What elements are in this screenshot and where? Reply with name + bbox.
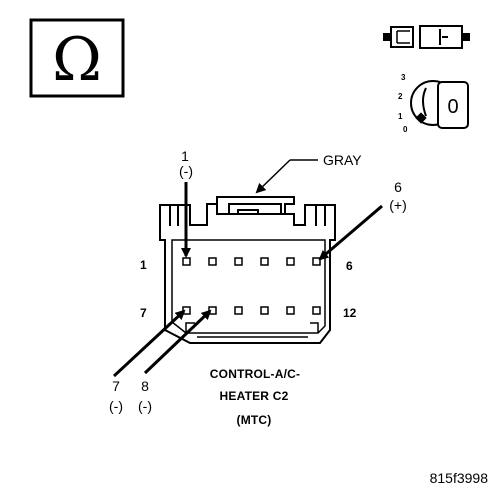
- row-label-1: 1: [140, 258, 147, 272]
- ohm-symbol: Ω: [52, 25, 102, 95]
- callout-polarity: (+): [389, 197, 407, 213]
- connector-name-line3: (MTC): [237, 413, 272, 427]
- pin-cavity-5: [286, 257, 295, 266]
- key-position-label: 0: [447, 96, 458, 118]
- ignition-position-1: 1: [398, 112, 403, 121]
- wire-color-label: GRAY: [323, 152, 362, 168]
- callout-pin-number: 6: [394, 179, 402, 195]
- row-label-12: 12: [343, 306, 357, 320]
- ignition-position-0: 0: [403, 125, 408, 134]
- callout-polarity: (-): [179, 163, 193, 179]
- pin-cavity-11: [286, 306, 295, 315]
- ignition-position-3: 3: [401, 73, 406, 82]
- callout-pin-8: 8 (-): [138, 309, 212, 414]
- pin-cavity-4: [260, 257, 269, 266]
- callout-pin-number: 8: [141, 378, 149, 394]
- callout-pin-6: 6 (+): [318, 179, 407, 261]
- callout-pin-number: 7: [112, 378, 120, 394]
- row-label-7: 7: [140, 306, 147, 320]
- pin-cavity-9: [234, 306, 243, 315]
- disconnected-connector-icon: [383, 25, 470, 49]
- callout-polarity: (-): [138, 398, 152, 414]
- pin-cavities: [182, 257, 321, 315]
- row-label-6: 6: [346, 259, 353, 273]
- pin-cavity-12: [312, 306, 321, 315]
- ignition-position-2: 2: [398, 92, 403, 101]
- ignition-key-icon: 3 2 1 0 0: [398, 73, 469, 134]
- callout-pin-number: 1: [181, 148, 189, 164]
- pin-cavity-6: [312, 257, 321, 266]
- figure-code: 815f3998: [430, 470, 489, 486]
- connector-name-line2: HEATER C2: [220, 389, 289, 403]
- pin-cavity-10: [260, 306, 269, 315]
- pin-cavity-2: [208, 257, 217, 266]
- pin-cavity-1: [182, 257, 191, 266]
- callout-polarity: (-): [109, 398, 123, 414]
- connector-name-line1: CONTROL-A/C-: [210, 367, 300, 381]
- wire-color-callout: GRAY: [255, 152, 362, 194]
- callout-pin-7: 7 (-): [109, 309, 186, 414]
- callout-pin-1: 1 (-): [179, 148, 193, 258]
- pin-cavity-3: [234, 257, 243, 266]
- ohmmeter-icon: Ω: [29, 18, 125, 98]
